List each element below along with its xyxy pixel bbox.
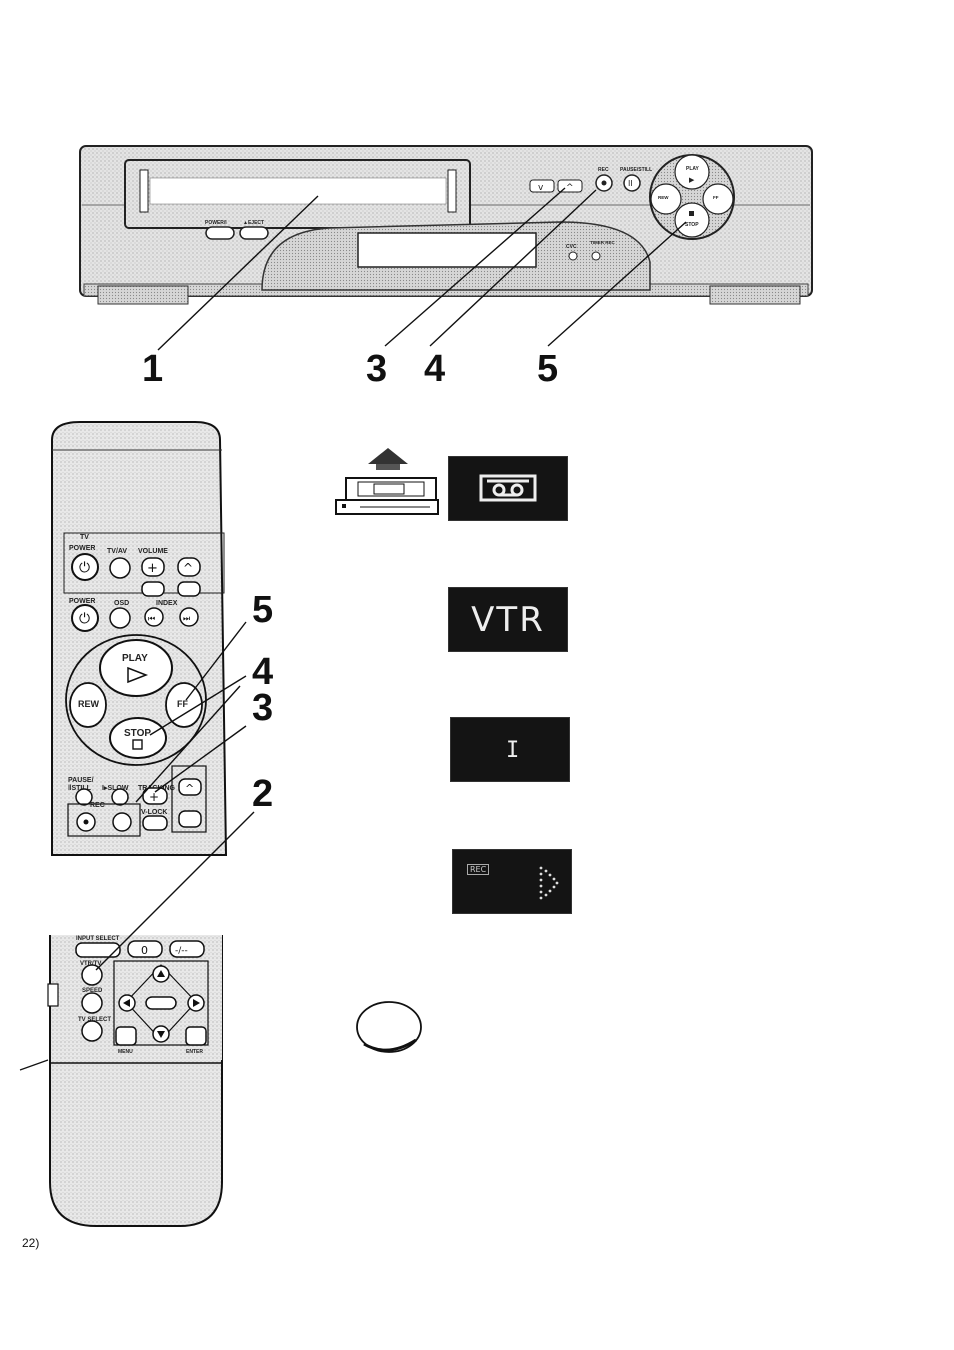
volume-down-button[interactable] bbox=[142, 582, 164, 596]
osd-vtr-text: VTR bbox=[471, 600, 545, 640]
cvc-label: CVC bbox=[566, 244, 577, 250]
remote-callout-5: 5 bbox=[252, 591, 273, 629]
remote-ch-down-button[interactable] bbox=[179, 811, 201, 827]
input-select-label: INPUT SELECT bbox=[76, 936, 120, 942]
remote-stop-label: STOP bbox=[124, 728, 151, 739]
osd-channel-text: I bbox=[506, 738, 519, 763]
tv-power-label: POWER bbox=[69, 545, 95, 552]
volume-label: VOLUME bbox=[138, 548, 168, 555]
vcr-play-label: PLAY bbox=[686, 166, 700, 172]
svg-text:^: ^ bbox=[185, 782, 194, 795]
svg-text:+: + bbox=[147, 561, 158, 576]
vcr-power-button[interactable] bbox=[206, 227, 234, 239]
callout-1: 1 bbox=[142, 350, 163, 388]
tvav-label: TV/AV bbox=[107, 548, 127, 555]
callout-4: 4 bbox=[424, 350, 445, 388]
callout-5: 5 bbox=[537, 350, 558, 388]
osd-channel-screen: I bbox=[450, 717, 570, 782]
osd-label: OSD bbox=[114, 600, 129, 607]
cvc-indicator bbox=[569, 252, 577, 260]
osd-rec-screen: REC bbox=[452, 849, 572, 914]
osd-rec-indicator: REC bbox=[467, 864, 489, 875]
eject-label: ▲EJECT bbox=[243, 220, 264, 226]
pause-label: PAUSE/ bbox=[68, 777, 94, 784]
rec-label: REC bbox=[598, 167, 609, 173]
vcr-illustration: POWER/I ▲EJECT v ^ REC PAUSE/STILL II CV… bbox=[0, 0, 954, 400]
vcr-eject-button[interactable] bbox=[240, 227, 268, 239]
enter-button[interactable] bbox=[186, 1027, 206, 1045]
remote-callout-3: 3 bbox=[252, 689, 273, 727]
tv-group-label: TV bbox=[80, 534, 89, 541]
remote-play-label: PLAY bbox=[122, 653, 148, 664]
svg-text:⏮: ⏮ bbox=[148, 614, 155, 623]
index-label: INDEX bbox=[156, 600, 178, 607]
menu-button[interactable] bbox=[116, 1027, 136, 1045]
remote-play-button[interactable] bbox=[100, 640, 172, 696]
callout-3: 3 bbox=[366, 350, 387, 388]
remote-rec-2-button[interactable] bbox=[113, 813, 131, 831]
remote-illustration: TV POWER TV/AV VOLUME ⏻ + ^ POWER OSD IN… bbox=[0, 400, 300, 1240]
cassette-icon bbox=[449, 457, 567, 520]
dash-key-label: -/-- bbox=[175, 946, 188, 956]
cassette-insert-icon bbox=[330, 440, 440, 525]
svg-text:+: + bbox=[149, 790, 159, 804]
input-select-button[interactable] bbox=[76, 943, 120, 957]
svg-text:⏻: ⏻ bbox=[79, 611, 90, 627]
vcr-stop-button[interactable] bbox=[675, 203, 709, 237]
vcr-power-label: POWER bbox=[69, 598, 95, 605]
vlock-label: V-LOCK bbox=[141, 809, 167, 816]
remote-slow-button[interactable] bbox=[112, 789, 128, 805]
osd-cassette-screen bbox=[448, 456, 568, 521]
svg-text:⏻: ⏻ bbox=[79, 560, 90, 576]
remote-callout-4: 4 bbox=[252, 653, 273, 691]
speed-button[interactable] bbox=[82, 993, 102, 1013]
tracking-down-button[interactable] bbox=[143, 816, 167, 830]
power-label: POWER/I bbox=[205, 220, 227, 226]
pause-still-label: PAUSE/STILL bbox=[620, 167, 652, 173]
svg-text:v: v bbox=[538, 183, 544, 193]
svg-text:^: ^ bbox=[183, 561, 193, 575]
svg-text:^: ^ bbox=[566, 183, 574, 193]
enter-label: ENTER bbox=[186, 1049, 203, 1055]
tvav-button[interactable] bbox=[110, 558, 130, 578]
osd-button[interactable] bbox=[110, 608, 130, 628]
page-number: 22) bbox=[22, 1236, 39, 1250]
vcr-ff-label: FF bbox=[713, 195, 719, 200]
menu-label: MENU bbox=[118, 1049, 133, 1055]
rec-group-label: REC bbox=[90, 802, 105, 809]
play-arrow-icon bbox=[537, 864, 561, 900]
vcr-stop-label: STOP bbox=[685, 222, 699, 228]
vcr-display bbox=[358, 233, 536, 267]
svg-text:▶: ▶ bbox=[689, 176, 695, 184]
tv-ch-down-button[interactable] bbox=[178, 582, 200, 596]
timer-rec-indicator bbox=[592, 252, 600, 260]
vcr-rew-label: REW bbox=[658, 195, 669, 200]
zero-key-label: 0 bbox=[141, 944, 148, 957]
timer-rec-label: TIMER REC bbox=[590, 240, 616, 245]
svg-text:II: II bbox=[628, 179, 633, 188]
remote-callout-2: 2 bbox=[252, 775, 273, 813]
remote-ff-label: FF bbox=[177, 699, 188, 709]
vtr-tv-button[interactable] bbox=[82, 965, 102, 985]
svg-text:⏭: ⏭ bbox=[183, 614, 190, 623]
osd-vtr-screen: VTR bbox=[448, 587, 568, 652]
tv-select-button[interactable] bbox=[82, 1021, 102, 1041]
generic-button-icon bbox=[352, 1000, 432, 1060]
nav-center-button[interactable] bbox=[146, 997, 176, 1009]
remote-rew-label: REW bbox=[78, 699, 100, 709]
